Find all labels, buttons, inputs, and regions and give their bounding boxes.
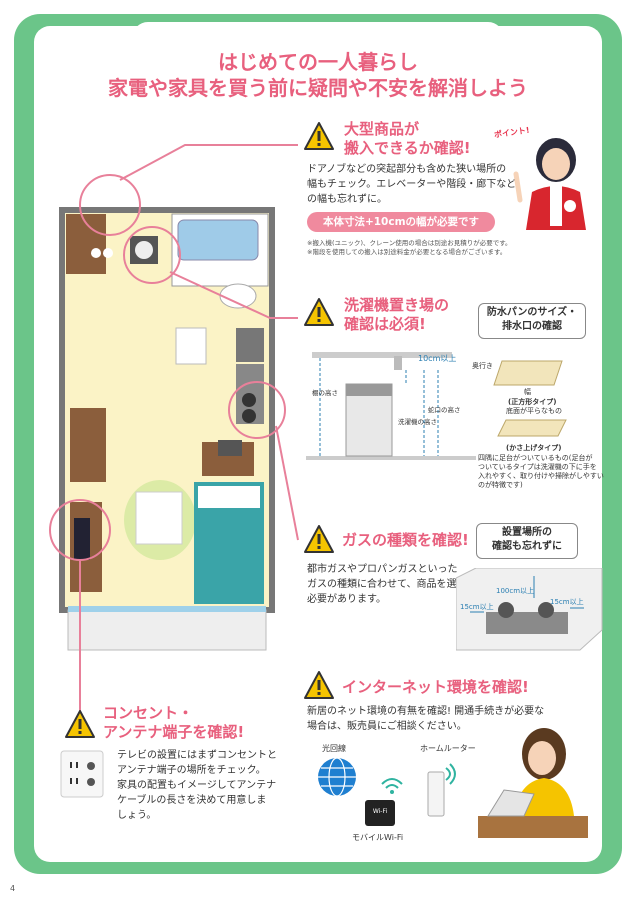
staff-illustration [513,138,586,230]
fiber-label: 光回線 [322,744,346,753]
internet-heading: インターネット環境を確認! [342,678,529,696]
outlet-heading-2: アンテナ端子を確認! [103,723,245,741]
warning-icon [65,710,95,738]
raised-desc-1: 四隅に足台がついているもの(足台が [478,454,593,462]
large-items-heading-2: 搬入できるか確認! [344,139,471,157]
outlet-heading-1: コンセント・ [103,704,194,722]
washer-heading-2: 確認は必須! [344,315,426,333]
warning-icon [304,671,334,699]
title-tab-inner [132,22,504,62]
gas-100cm-label: 100cm以上 [496,587,535,595]
warning-icon [304,525,334,553]
router-icon [427,763,456,817]
internet-body-2: 場合は、販売員にご相談ください。 [307,721,467,732]
depth-label: 奥行き [472,362,493,370]
gas-stove-diagram [456,568,603,651]
large-items-body-2: 幅もチェック。エレベーターや階段・廊下など [307,179,517,190]
floor-plan-illustration [59,207,275,651]
woman-laptop-illustration [478,728,588,838]
gas-15cm-right-label: 15cm以上 [550,598,584,606]
large-items-body-3: の幅も忘れずに。 [307,194,387,205]
gas-body-2: ガスの種類に合わせて、商品を選ぶ [307,579,467,590]
warning-icon [304,298,334,326]
gas-body-3: 必要があります。 [307,594,386,605]
large-items-note-1: ※搬入機(ユニック)、クレーン使用の場合は別途お見積りが必要です。 [307,239,512,247]
width-label: 幅 [524,388,531,396]
drain-pan-raised [497,419,567,437]
page-title-line2: 家電や家具を買う前に疑問や不安を解消しよう [108,76,528,100]
mobile-wifi-device-label: Wi-Fi [372,808,388,815]
drain-pan-box-line2: 排水口の確認 [502,321,562,332]
square-type-label: (正方形タイプ) [508,398,557,406]
large-items-body-1: ドアノブなどの突起部分も含めた狭い場所の [307,164,507,175]
10cm-label: 10cm以上 [418,354,457,363]
install-location-box: 設置場所の 確認も忘れずに [476,523,578,559]
washer-diagram [306,352,476,460]
gas-15cm-left-label: 15cm以上 [460,603,494,611]
internet-body-1: 新居のネット環境の有無を確認! 開通手続きが必要な [307,706,545,717]
install-box-line2: 確認も忘れずに [492,541,562,552]
washer-height-label: 洗濯機の高さ [398,418,437,426]
home-router-label: ホームルーター [420,744,476,753]
washer-heading-1: 洗濯機置き場の [344,296,450,314]
large-items-note-2: ※階段を使用しての搬入は別途料金が必要となる場合がございます。 [307,248,507,256]
globe-icon [318,757,356,797]
mobile-wifi-label: モバイルWi-Fi [352,833,404,842]
outlet-plate [60,750,104,798]
mobile-wifi-device: Wi-Fi [365,800,395,826]
large-items-heading-1: 大型商品が [344,120,420,138]
square-type-desc: 底面が平らなもの [506,407,562,415]
page-title-line1: はじめての一人暮らし [218,50,418,74]
install-box-line1: 設置場所の [502,527,552,538]
raised-desc-4: のが特徴です) [478,481,523,489]
outlet-body-4: ケーブルの長さを決めて用意しま [117,795,267,806]
raised-desc-2: ついているタイプは洗濯機の下に手を [478,463,597,471]
shelf-height-label: 棚の高さ [312,389,338,397]
raised-desc-3: 入れやすく、取り付けや掃除がしやすい [478,472,604,480]
outlet-body-2: アンテナ端子の場所をチェック。 [117,765,266,776]
page-number: 4 [10,884,16,893]
raised-type-label: (かさ上げタイプ) [506,444,562,452]
size-requirement-pill: 本体寸法+10cmの幅が必要です [307,212,495,232]
outlet-body-3: 家具の配置もイメージしてアンテナ [117,780,277,791]
outlet-body-1: テレビの設置にはまずコンセントと [117,750,277,761]
drain-pan-box-line1: 防水パンのサイズ・ [486,307,578,318]
faucet-height-label: 蛇口の高さ [428,406,461,414]
outlet-body-5: しょう。 [117,810,157,821]
gas-body-1: 都市ガスやプロパンガスといった [307,564,458,575]
gas-heading: ガスの種類を確認! [342,531,469,549]
drain-pan-check-box: 防水パンのサイズ・ 排水口の確認 [478,303,586,339]
drain-pan-square [493,360,563,386]
warning-icon [304,122,334,150]
wifi-icon [381,778,403,794]
